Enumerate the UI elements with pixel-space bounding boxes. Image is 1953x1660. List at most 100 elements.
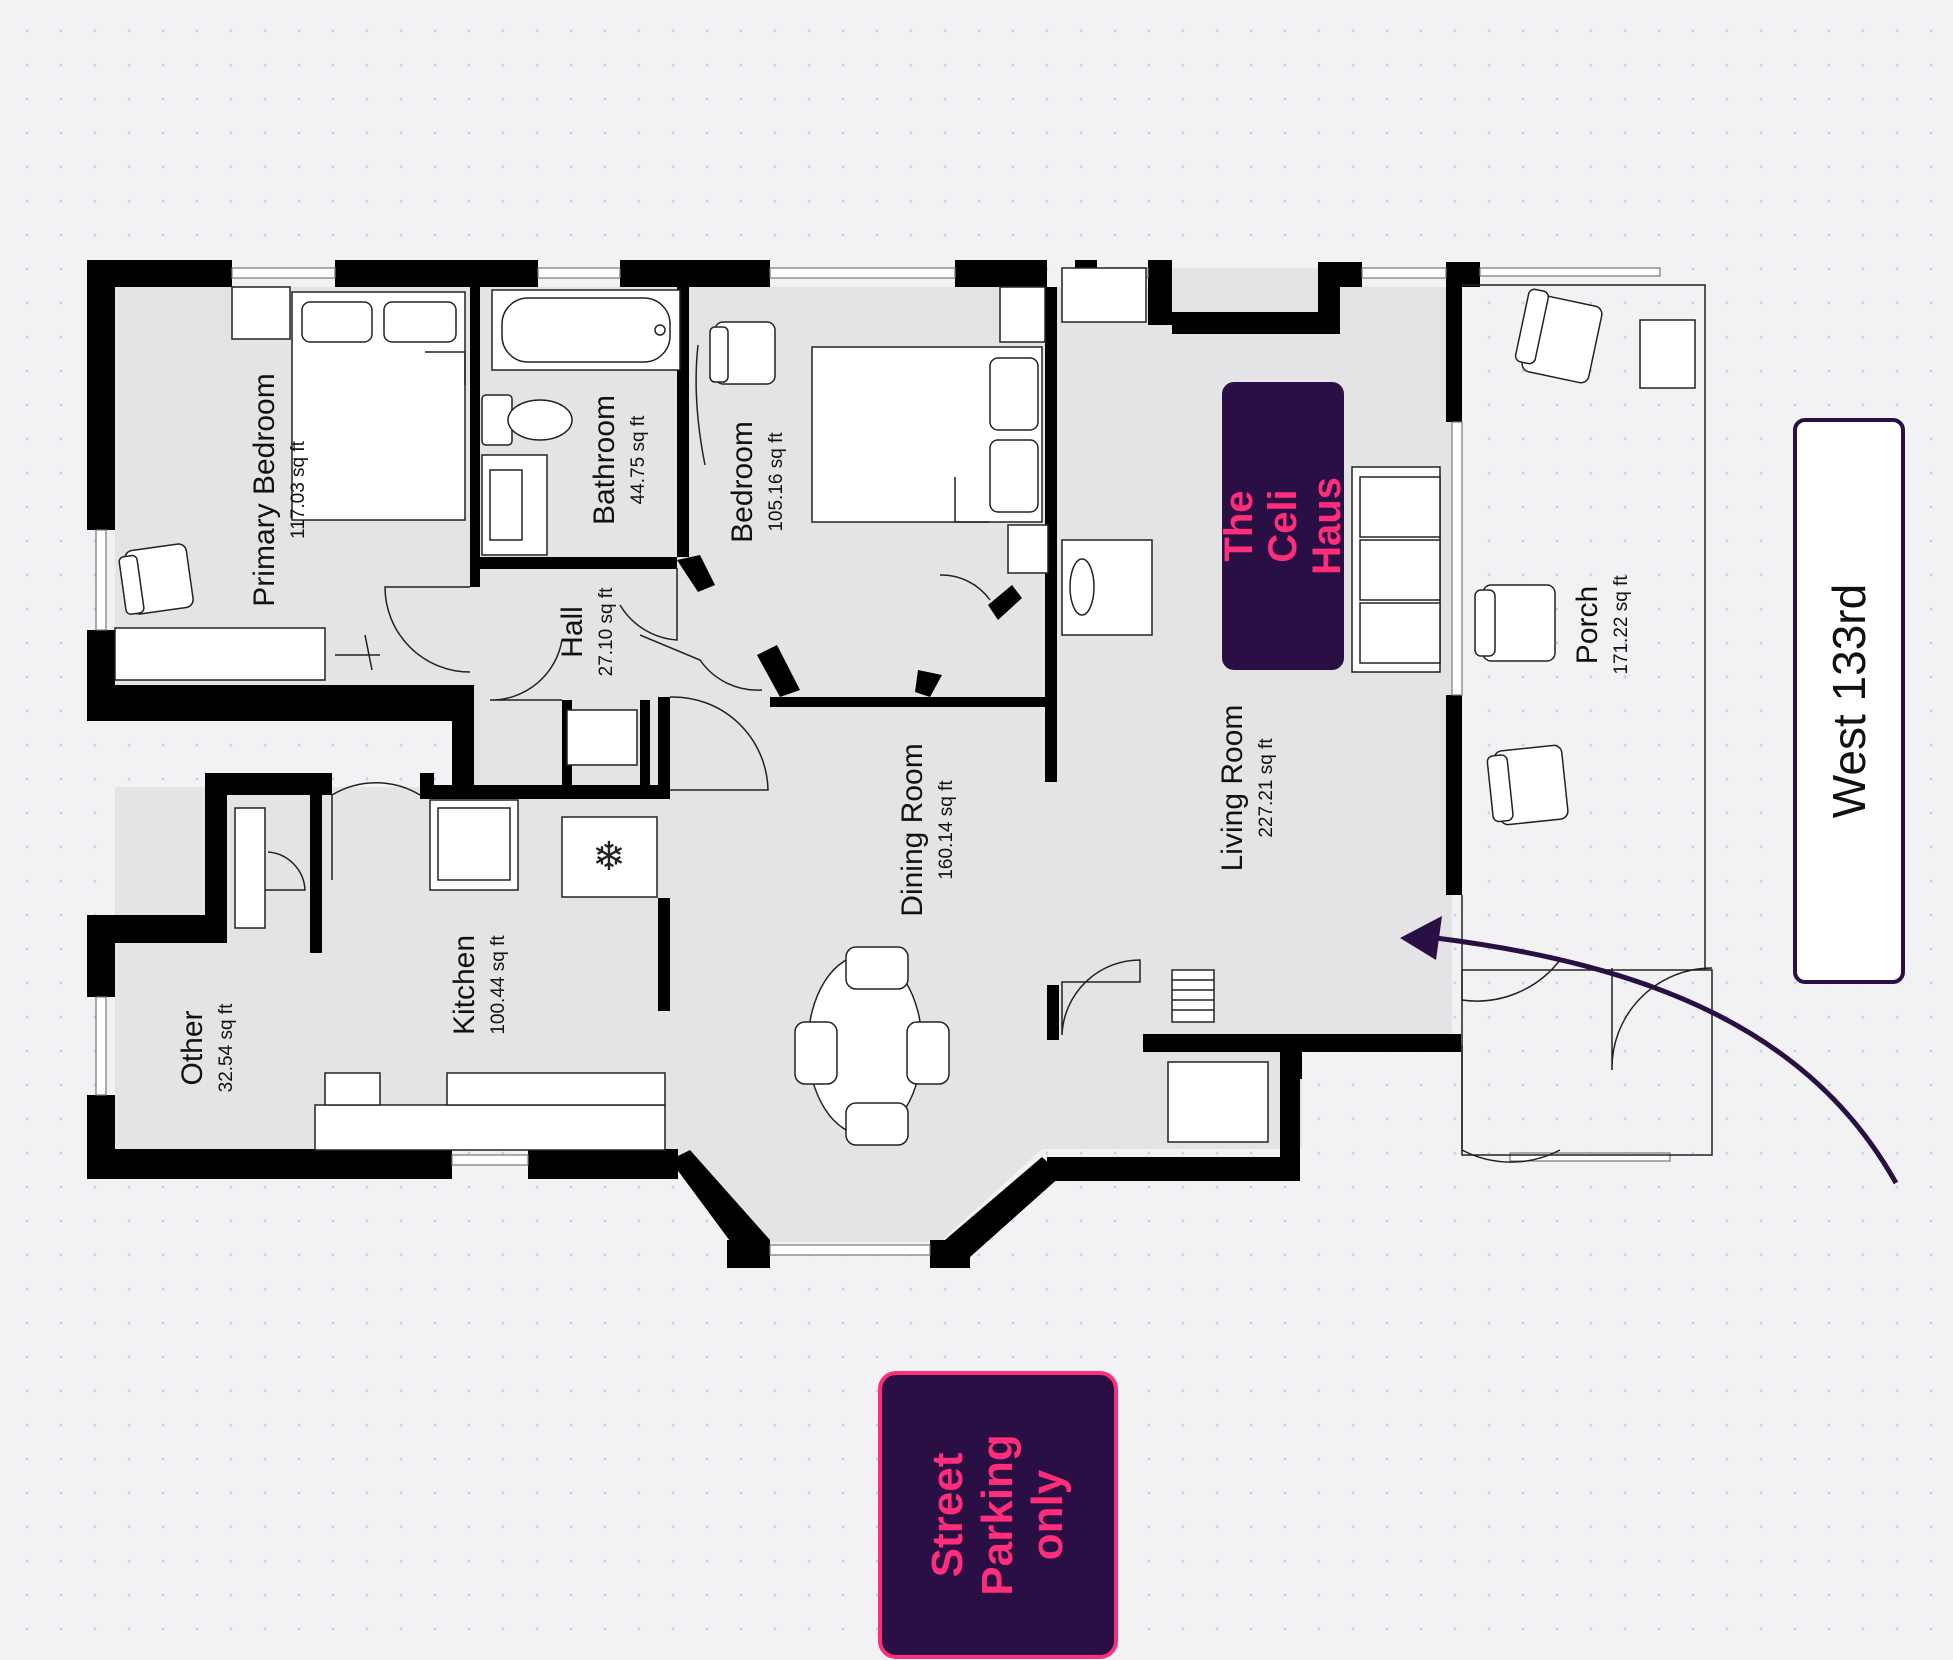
room-label-kitchen: Kitchen 100.44 sq ft bbox=[448, 935, 509, 1035]
window-kitchen-west bbox=[95, 996, 107, 1096]
window-living-north bbox=[1361, 267, 1447, 279]
primary-armchair bbox=[118, 543, 194, 615]
wall-bay-bottom bbox=[1172, 312, 1324, 334]
room-name-bathroom: Bathroom bbox=[588, 395, 621, 525]
house-name: The Celi Haus bbox=[1217, 477, 1349, 575]
room-name-other: Other bbox=[176, 1010, 209, 1085]
house-name-badge: The Celi Haus bbox=[1217, 382, 1349, 670]
window-living-east bbox=[1451, 421, 1463, 696]
wall-dining-south-r bbox=[930, 1240, 970, 1268]
wall-outer-south-1 bbox=[87, 1149, 452, 1179]
wall-hall-top bbox=[470, 557, 677, 569]
hall-washer bbox=[566, 709, 638, 766]
porch-outline bbox=[1462, 284, 1706, 970]
wall-lower-bottom bbox=[1047, 1157, 1300, 1181]
room-name-primary-bedroom: Primary Bedroom bbox=[248, 373, 281, 606]
parking-text: Street Parking only bbox=[923, 1434, 1072, 1596]
living-room-fixtures bbox=[1061, 267, 1441, 1143]
porch-side-table bbox=[1639, 319, 1696, 389]
dining-chair-4 bbox=[906, 1021, 950, 1085]
door-other bbox=[265, 851, 306, 891]
window-dining-south bbox=[769, 1244, 931, 1256]
kitchen-counter bbox=[314, 1104, 666, 1151]
door-front bbox=[1461, 895, 1561, 1002]
kitchen-fridge bbox=[561, 816, 658, 898]
dining-chair-2 bbox=[845, 1102, 909, 1146]
wall-bedroom-diag-3 bbox=[915, 670, 942, 697]
door-bedroom bbox=[939, 574, 991, 601]
room-name-hall: Hall bbox=[556, 606, 589, 658]
room-area-living-room: 227.21 sq ft bbox=[1256, 738, 1277, 838]
wall-hall-closet-r bbox=[640, 700, 650, 787]
room-area-bedroom: 105.16 sq ft bbox=[766, 432, 787, 532]
wall-outer-south-2 bbox=[528, 1149, 678, 1179]
room-area-bathroom: 44.75 sq ft bbox=[628, 415, 649, 504]
wall-outer-west-top bbox=[87, 260, 115, 530]
primary-dresser bbox=[114, 627, 326, 681]
room-name-living-room: Living Room bbox=[1216, 705, 1249, 872]
porch bbox=[1461, 284, 1713, 1156]
room-name-dining-room: Dining Room bbox=[896, 743, 929, 916]
room-area-dining-room: 160.14 sq ft bbox=[936, 780, 957, 880]
porch-chair-1 bbox=[1514, 288, 1603, 384]
bedroom-nightstand-1 bbox=[999, 286, 1046, 343]
wall-nook-left bbox=[205, 773, 227, 943]
wall-lower-right bbox=[1280, 1044, 1300, 1181]
room-label-hall: Hall 27.10 sq ft bbox=[556, 587, 617, 676]
room-label-primary-bedroom: Primary Bedroom 117.03 sq ft bbox=[248, 373, 309, 606]
wall-dining-sw-diagonal bbox=[670, 1150, 770, 1268]
wall-kitchen-nw-step bbox=[87, 915, 225, 943]
room-label-dining-room: Dining Room 160.14 sq ft bbox=[896, 743, 957, 916]
wall-kitchen-top-2 bbox=[420, 785, 670, 799]
closet-cabinet bbox=[1167, 1061, 1269, 1143]
door-closet bbox=[1061, 959, 1141, 1036]
porch-chair-3 bbox=[1486, 744, 1569, 826]
wall-primary-bath bbox=[470, 287, 480, 587]
street-sign: West 133rd bbox=[1793, 418, 1905, 984]
room-label-living-room: Living Room 227.21 sq ft bbox=[1216, 705, 1277, 872]
windows bbox=[95, 267, 1671, 1256]
wall-living-closet bbox=[1047, 985, 1059, 1040]
bedroom-desk-chair bbox=[709, 321, 776, 385]
wall-kitchen-dining bbox=[658, 697, 670, 794]
door-bath bbox=[619, 568, 678, 641]
door-dining-hall bbox=[669, 696, 769, 791]
wall-outer-west-kitchen-low bbox=[87, 1095, 115, 1179]
door-hall bbox=[489, 639, 563, 701]
kitchen-cooktop bbox=[324, 1072, 381, 1106]
wall-bedroom-diag-2 bbox=[757, 645, 800, 697]
door-kitchen-nook bbox=[331, 782, 421, 880]
toilet bbox=[481, 394, 573, 446]
room-area-hall: 27.10 sq ft bbox=[596, 587, 617, 676]
wall-bedroom-dining bbox=[770, 697, 1057, 707]
street-name: West 133rd bbox=[1823, 583, 1875, 819]
room-label-porch: Porch 171.22 sq ft bbox=[1571, 575, 1632, 675]
door-porch-1 bbox=[1611, 967, 1713, 1071]
parking-badge: Street Parking only bbox=[878, 1371, 1118, 1659]
door-bedroom-hall bbox=[639, 634, 763, 691]
room-area-kitchen: 100.44 sq ft bbox=[488, 935, 509, 1035]
wall-outer-north-2 bbox=[335, 260, 538, 287]
wall-primary-south bbox=[87, 685, 452, 721]
room-name-kitchen: Kitchen bbox=[448, 935, 481, 1035]
window-primary-north bbox=[231, 267, 336, 279]
window-porch-south bbox=[1509, 1152, 1671, 1162]
fireplace bbox=[1061, 267, 1147, 323]
wall-hall-left bbox=[452, 685, 474, 785]
wall-chimney-r bbox=[1148, 260, 1172, 325]
bathroom-fixtures bbox=[481, 289, 681, 556]
room-name-bedroom: Bedroom bbox=[726, 421, 759, 543]
living-armchair bbox=[1061, 539, 1153, 636]
window-primary-west bbox=[95, 529, 107, 631]
wall-living-east-low bbox=[1446, 695, 1462, 895]
stair-vent bbox=[1171, 969, 1215, 1023]
room-label-bedroom: Bedroom 105.16 sq ft bbox=[726, 421, 787, 543]
wall-living-east-top bbox=[1446, 262, 1462, 422]
window-kitchen-south bbox=[451, 1154, 529, 1166]
primary-bedroom-fixtures bbox=[114, 286, 466, 681]
dining-chair-3 bbox=[794, 1021, 838, 1085]
bedroom-nightstand-2 bbox=[1007, 524, 1049, 574]
window-bed-north bbox=[769, 267, 956, 279]
arrow-head-icon bbox=[1400, 916, 1442, 960]
wall-dining-se-diagonal bbox=[930, 1157, 1062, 1266]
